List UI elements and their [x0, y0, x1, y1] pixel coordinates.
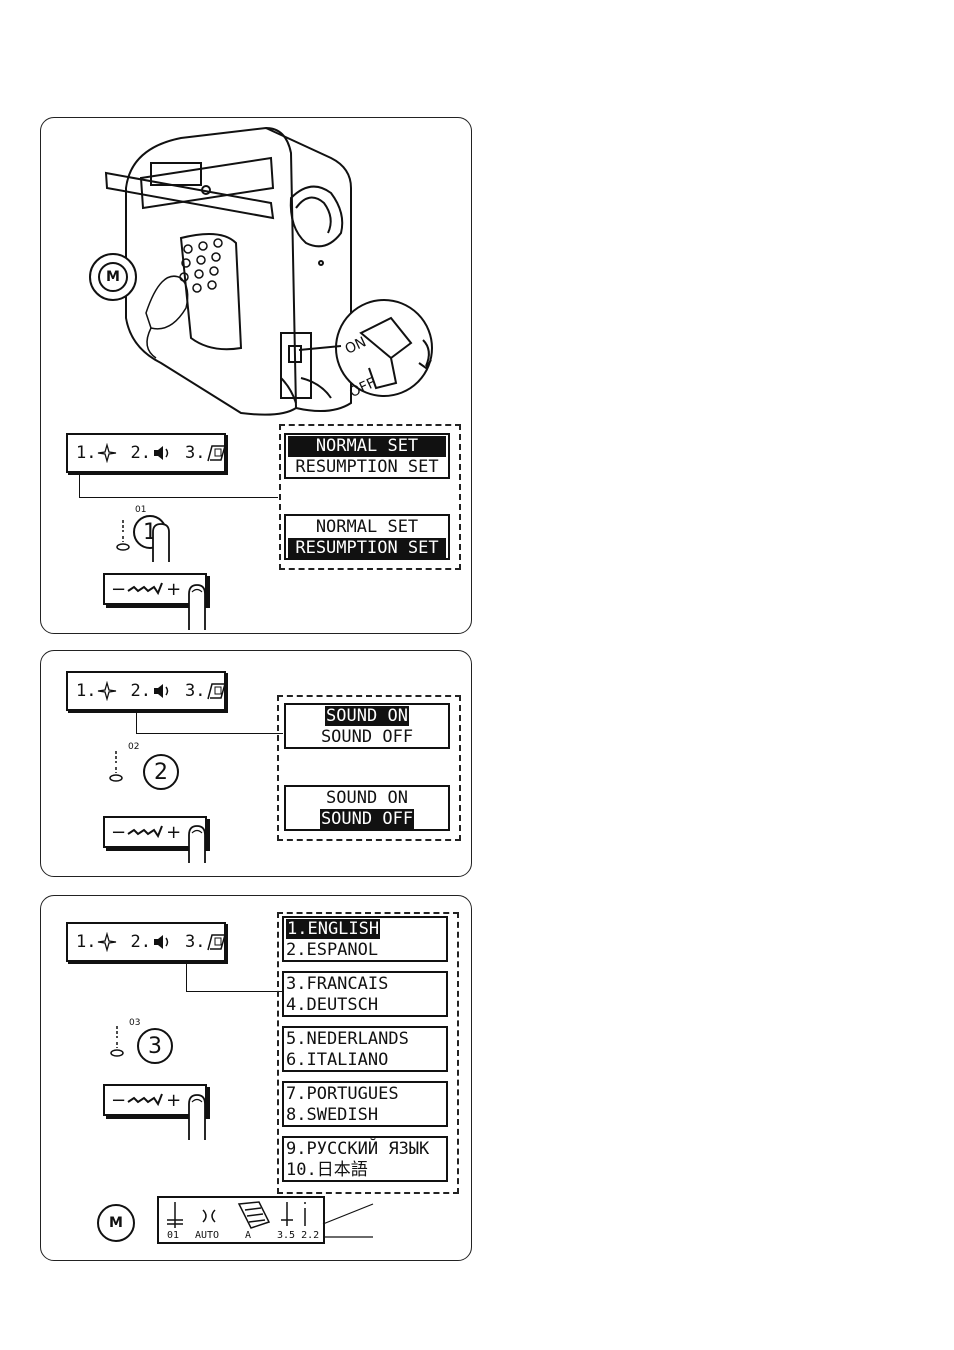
option-line-resumption-set: RESUMPTION SET — [288, 457, 446, 478]
language-flag-icon — [205, 443, 227, 463]
mode-button-m[interactable]: M — [89, 253, 137, 301]
speaker-icon — [151, 443, 173, 463]
mode-button-label: M — [98, 262, 128, 292]
setup-panel-2: 1. 2. 3. 02 2 − + SOUND ON SOUND OFF SOU… — [40, 650, 472, 877]
speaker-icon — [151, 681, 173, 701]
mode-button-label: M — [109, 1215, 123, 1231]
diamond-star-icon — [96, 443, 118, 463]
adjust-plus-label: + — [166, 1090, 181, 1111]
button-2-code: 02 — [128, 742, 139, 752]
language-japanese: 10.日本語 — [286, 1160, 444, 1181]
callout-lines — [317, 1202, 377, 1242]
menu-item-1-number: 1. — [76, 680, 96, 702]
language-flag-icon — [205, 932, 227, 952]
adjust-minus-label: − — [111, 822, 126, 843]
language-option-3: 5.NEDERLANDS 6.ITALIANO — [282, 1026, 448, 1072]
language-italiano: 6.ITALIANO — [286, 1050, 444, 1071]
option-line-sound-off: SOUND OFF — [288, 727, 446, 748]
menu-item-3-number: 3. — [185, 680, 205, 702]
menu-item-3-number: 3. — [185, 931, 205, 953]
option-resumption-set-selected: NORMAL SET RESUMPTION SET — [284, 514, 450, 560]
menu-item-1-number: 1. — [76, 931, 96, 953]
finger-press-icon — [185, 823, 211, 863]
mode-button-m[interactable]: M — [97, 1204, 135, 1242]
number-button-2[interactable]: 2 — [143, 754, 179, 790]
option-line-normal-set: NORMAL SET — [288, 517, 446, 538]
menu-item-1-number: 1. — [76, 442, 96, 464]
diamond-star-icon — [96, 681, 118, 701]
adjust-minus-label: − — [111, 579, 126, 600]
lcd-settings-menu: 1. 2. 3. — [66, 671, 226, 711]
finger-press-icon — [185, 582, 211, 630]
option-line-resumption-set: RESUMPTION SET — [288, 538, 446, 559]
option-sound-on-selected: SOUND ON SOUND OFF — [284, 703, 450, 749]
language-deutsch: 4.DEUTSCH — [286, 995, 444, 1016]
setup-panel-3: 1. 2. 3. 03 3 − + 1.ENGLISH 2.ESPANOL 3.… — [40, 895, 472, 1261]
status-values: 3.5 2.2 — [277, 1230, 319, 1241]
finger-press-icon — [149, 522, 175, 562]
menu-connector-line — [79, 475, 278, 498]
number-button-3-label: 3 — [148, 1034, 162, 1059]
stitch-symbol-icon — [113, 518, 133, 558]
option-line-sound-on: SOUND ON — [325, 706, 409, 726]
option-sound-off-selected: SOUND ON SOUND OFF — [284, 785, 450, 831]
language-option-4: 7.PORTUGUES 8.SWEDISH — [282, 1081, 448, 1127]
menu-connector-line — [186, 964, 283, 992]
language-espanol: 2.ESPANOL — [286, 940, 444, 961]
menu-connector-line — [136, 713, 283, 734]
status-tension: AUTO — [195, 1230, 219, 1241]
number-button-2-label: 2 — [154, 760, 168, 785]
finger-press-icon — [185, 1092, 211, 1140]
language-russian: 9.РУССКИЙ ЯЗЫК — [286, 1139, 444, 1160]
status-foot: A — [245, 1230, 251, 1241]
option-normal-set-selected: NORMAL SET RESUMPTION SET — [284, 433, 450, 479]
menu-item-2-number: 2. — [130, 931, 150, 953]
adjust-plus-label: + — [166, 579, 181, 600]
option-line-normal-set: NORMAL SET — [288, 436, 446, 457]
zigzag-icon — [126, 581, 166, 597]
status-pattern-number: 01 — [167, 1230, 179, 1241]
language-nederlands: 5.NEDERLANDS — [286, 1029, 444, 1050]
adjust-minus-label: − — [111, 1090, 126, 1111]
language-option-2: 3.FRANCAIS 4.DEUTSCH — [282, 971, 448, 1017]
lcd-settings-menu: 1. 2. 3. — [66, 433, 226, 473]
stitch-symbol-icon — [106, 749, 126, 789]
option-line-sound-on: SOUND ON — [288, 788, 446, 809]
language-flag-icon — [205, 681, 227, 701]
button-1-code: 01 — [135, 505, 146, 515]
option-line-sound-off: SOUND OFF — [320, 809, 414, 829]
status-lcd-display: 01 AUTO A 3.5 2.2 — [157, 1196, 325, 1244]
menu-item-3-number: 3. — [185, 442, 205, 464]
menu-item-2-number: 2. — [130, 680, 150, 702]
status-icons — [159, 1198, 327, 1232]
language-swedish: 8.SWEDISH — [286, 1105, 444, 1126]
number-button-3[interactable]: 3 — [137, 1028, 173, 1064]
language-option-5: 9.РУССКИЙ ЯЗЫК 10.日本語 — [282, 1136, 448, 1182]
zigzag-icon — [126, 1092, 166, 1108]
speaker-icon — [151, 932, 173, 952]
language-portugues: 7.PORTUGUES — [286, 1084, 444, 1105]
adjust-plus-label: + — [166, 822, 181, 843]
menu-item-2-number: 2. — [130, 442, 150, 464]
button-3-code: 03 — [129, 1018, 140, 1028]
setup-panel-1: ON OFF M 1. 2. 3. 01 1 − + NORMAL SET — [40, 117, 472, 634]
zigzag-icon — [126, 824, 166, 840]
diamond-star-icon — [96, 932, 118, 952]
language-option-1: 1.ENGLISH 2.ESPANOL — [282, 916, 448, 962]
stitch-symbol-icon — [107, 1024, 127, 1064]
language-francais: 3.FRANCAIS — [286, 974, 444, 995]
language-english: 1.ENGLISH — [286, 919, 380, 939]
lcd-settings-menu: 1. 2. 3. — [66, 922, 226, 962]
